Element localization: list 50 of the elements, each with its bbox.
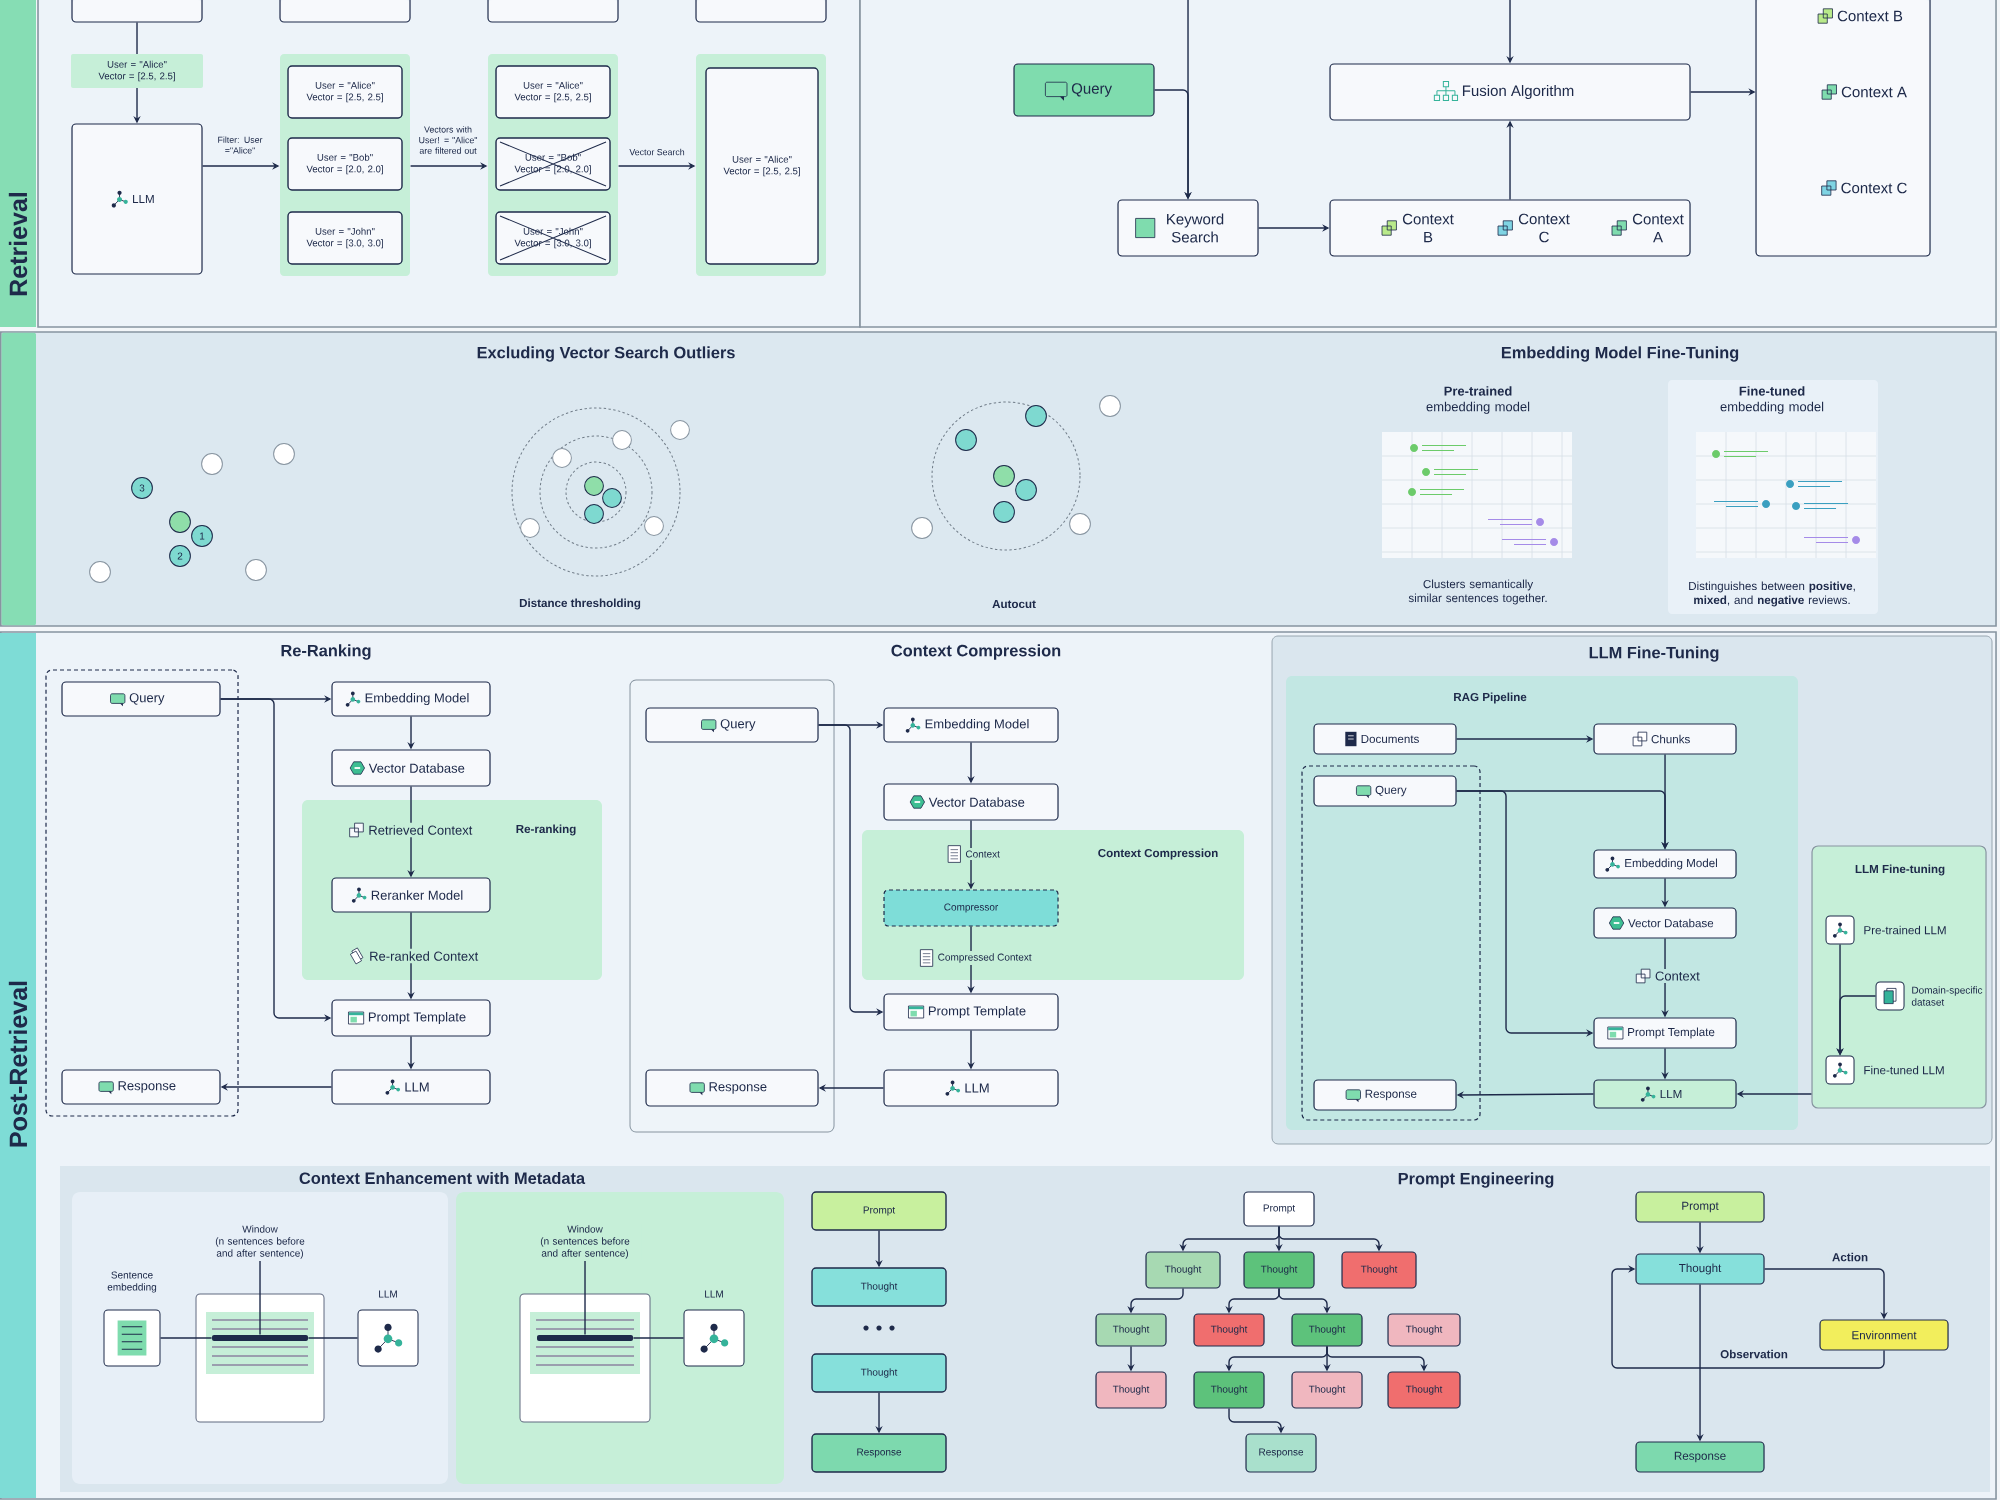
- connector-line: [970, 819, 972, 849]
- empty-box: [487, 0, 619, 23]
- leader-line: [259, 1260, 261, 1336]
- highlight-bar: [212, 1335, 308, 1341]
- section-title: Re-Ranking: [281, 644, 371, 660]
- dot: [584, 476, 604, 496]
- dot: [584, 504, 604, 524]
- dot: [1025, 405, 1047, 427]
- section-strip: [1, 332, 36, 626]
- dot: [1099, 395, 1121, 417]
- connector-line: [410, 911, 412, 950]
- dot: [993, 501, 1015, 523]
- connector-line: [159, 1337, 213, 1339]
- dot: [89, 561, 111, 583]
- dot: [201, 453, 223, 475]
- dot: [273, 443, 295, 465]
- dashed-frame: [1301, 765, 1481, 1121]
- empty-box: [71, 0, 203, 23]
- dot: [955, 429, 977, 451]
- section-title: Excluding Vector Search Outliers: [477, 346, 735, 362]
- section-title: Context Compression: [891, 644, 1061, 660]
- empty-box: [279, 0, 411, 23]
- dot: [1015, 479, 1037, 501]
- connector-line: [632, 1337, 685, 1339]
- dot: [245, 559, 267, 581]
- connector-line: [1664, 937, 1666, 970]
- dot: [670, 420, 690, 440]
- section-title: Embedding Model Fine-Tuning: [1501, 346, 1739, 362]
- connector-line: [307, 1337, 359, 1339]
- dot: [911, 517, 933, 539]
- section-title: Context Enhancement with Metadata: [299, 1172, 586, 1185]
- arrow: [1611, 1265, 1885, 1369]
- section-strip: Retrieval: [0, 0, 36, 327]
- empty-box: [695, 0, 827, 23]
- section-title: Prompt Engineering: [1398, 1172, 1554, 1188]
- highlight-bar: [537, 1335, 633, 1341]
- dot: [552, 448, 572, 468]
- connector-line: [410, 785, 412, 824]
- dot: [602, 488, 622, 508]
- dot: [169, 511, 191, 533]
- group-title: LLM Fine-Tuning: [1589, 646, 1719, 662]
- dot: [612, 430, 632, 450]
- leader-line: [584, 1260, 586, 1336]
- dashed-frame: [45, 669, 239, 1117]
- dot: [1069, 513, 1091, 535]
- dot: [993, 465, 1015, 487]
- connector-line: [970, 925, 972, 952]
- dot: [520, 518, 540, 538]
- section-strip: Post-Retrieval: [0, 633, 36, 1498]
- dot: [644, 516, 664, 536]
